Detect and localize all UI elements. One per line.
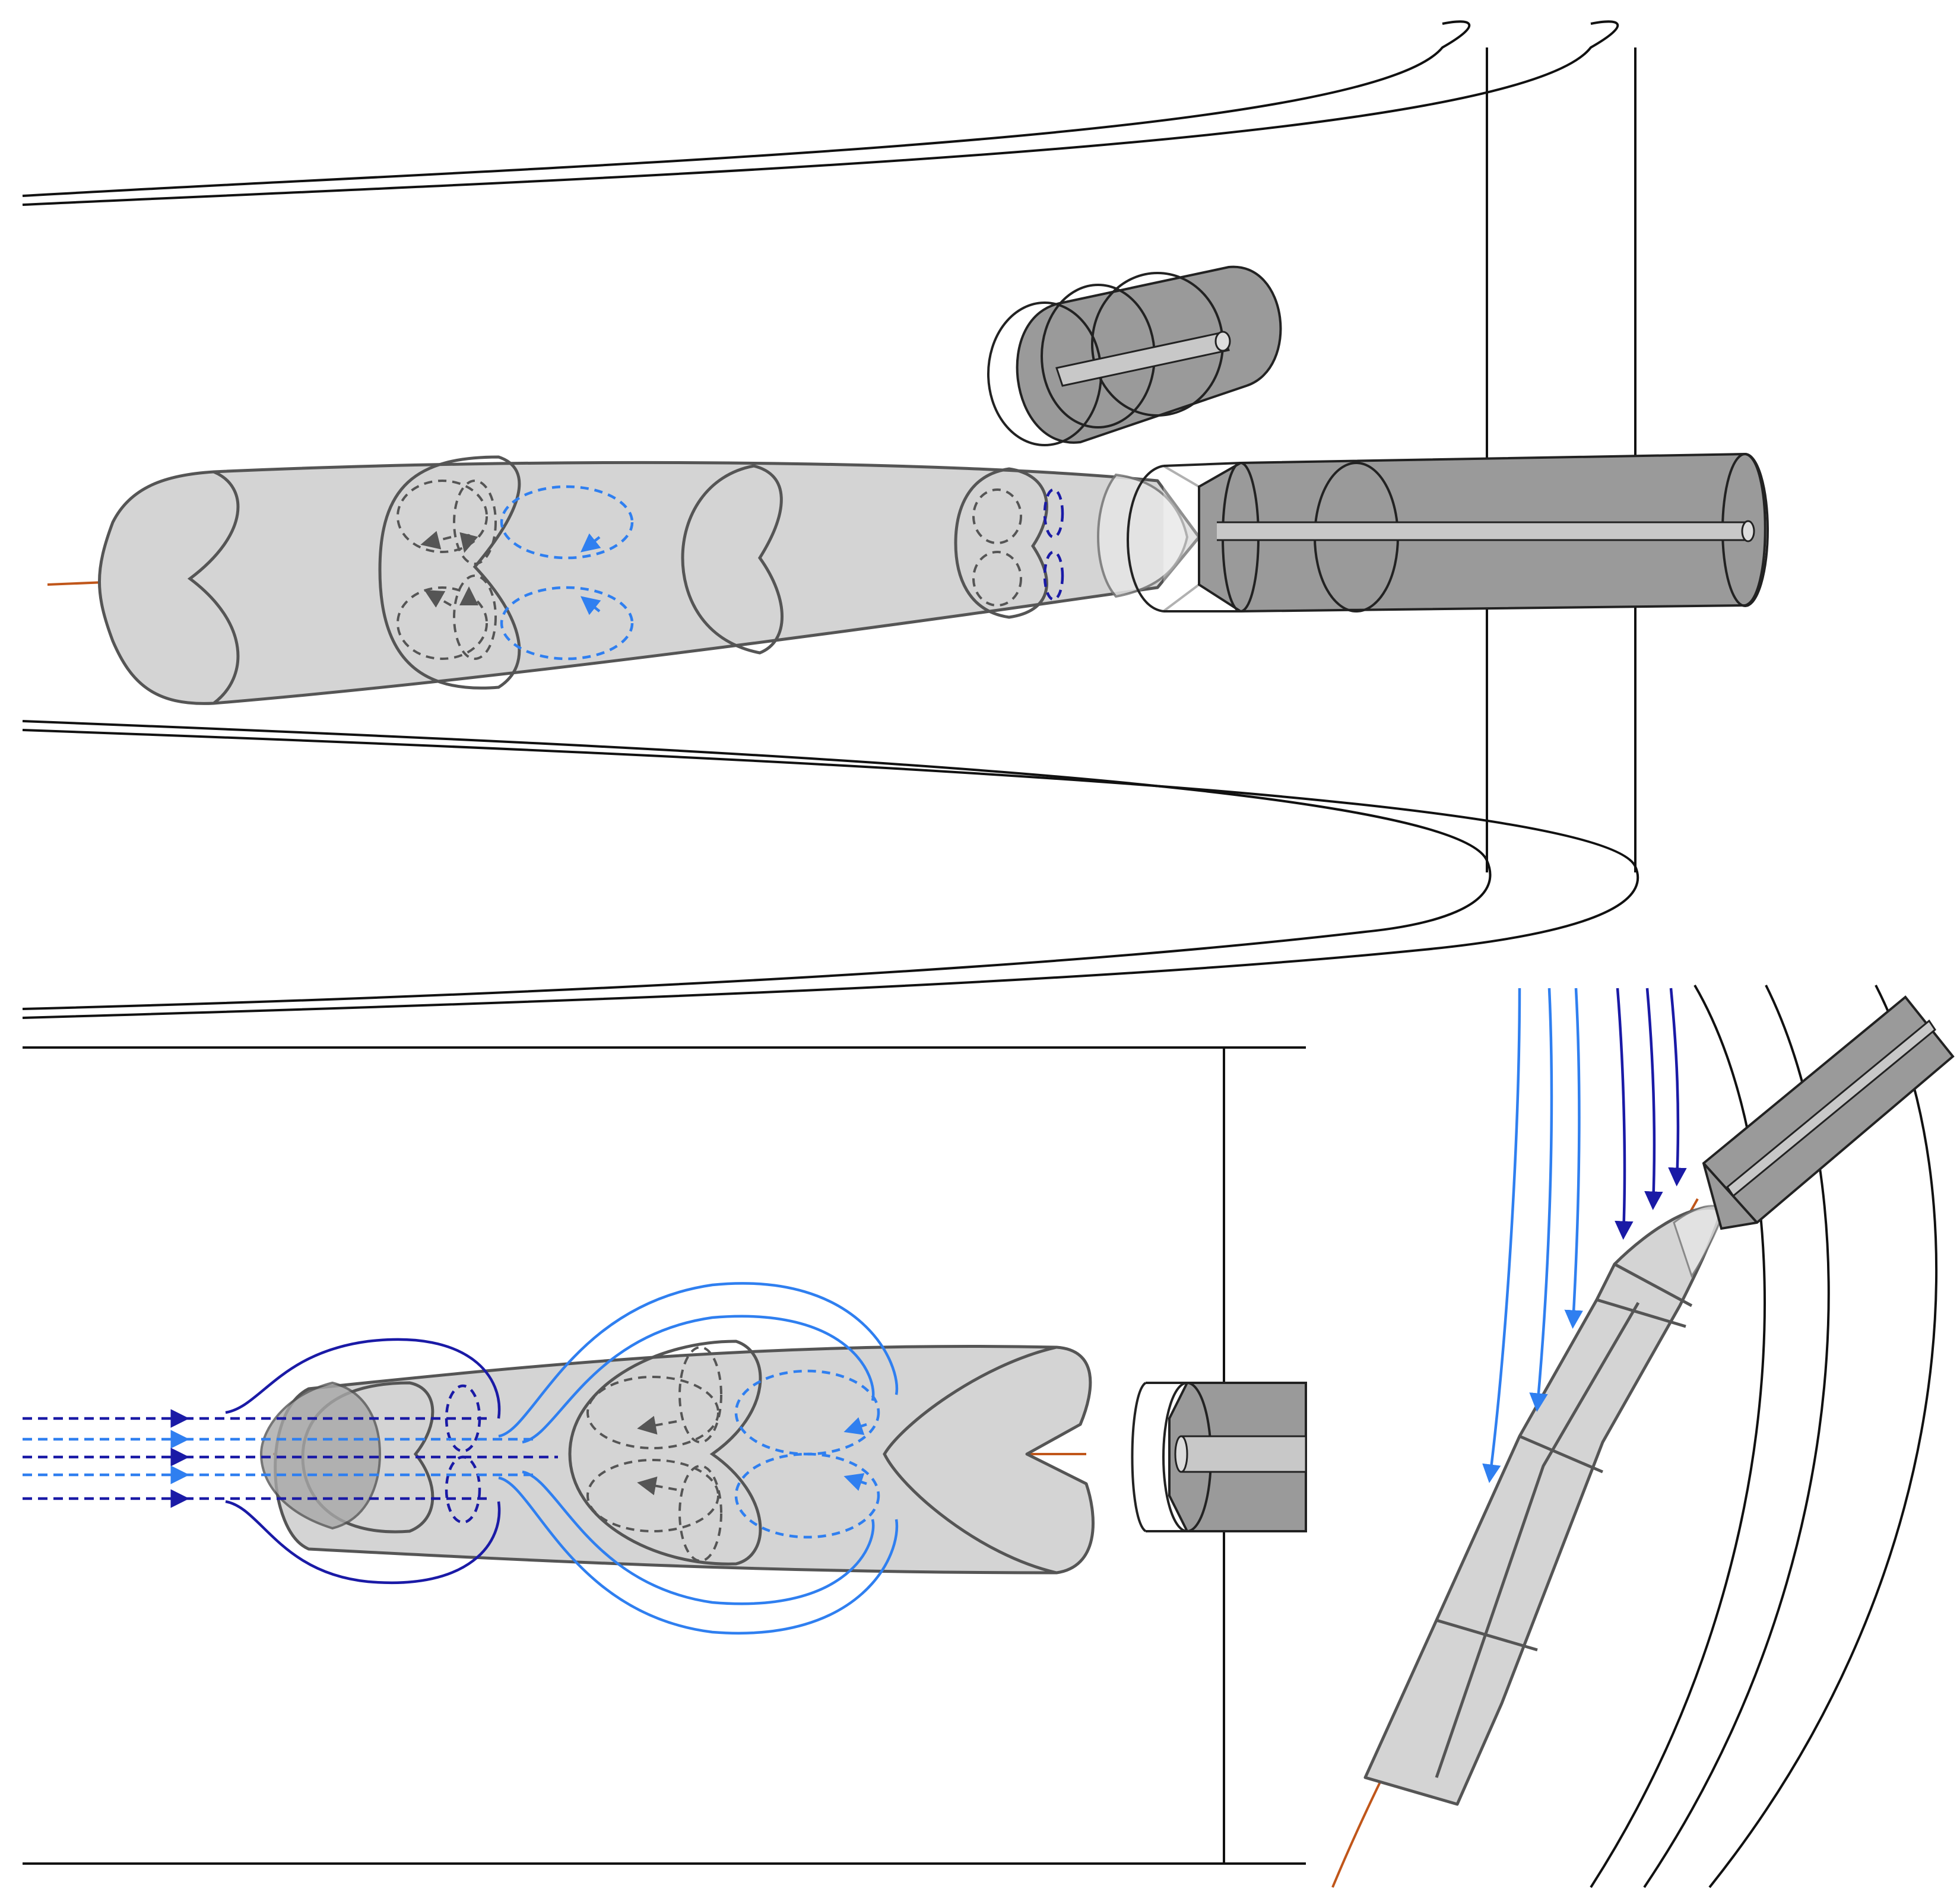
plume-cross-section-2 — [378, 455, 521, 690]
plume-cross-section-4 — [954, 467, 1048, 619]
secondary-nozzle — [987, 265, 1282, 446]
top-crossflow-arrow-4 — [1615, 988, 1634, 1240]
vortex-loop-lower-3 — [972, 551, 1022, 607]
vortex-loop-lower-2 — [453, 575, 497, 660]
side-jet-exit-region — [259, 1381, 382, 1530]
top-view-panel — [1331, 984, 1955, 1889]
side-view-nozzle — [1131, 1382, 1307, 1532]
wrap-streamline-light-outer — [498, 1282, 899, 1634]
vortex-arrow-2 — [459, 532, 478, 553]
top-jet-plume — [1363, 1207, 1723, 1806]
side-vortex-blue-upper — [734, 1369, 880, 1456]
jet-plume — [98, 461, 1201, 705]
vortex-loop-upper-1 — [397, 480, 488, 553]
vortex-loop-upper-3 — [972, 488, 1022, 544]
vortex-arrow-1 — [420, 531, 452, 550]
vortex-loop-dark-lower — [1043, 550, 1064, 601]
vortex-loop-upper-2 — [453, 480, 497, 565]
vortex-arrow-blue-2 — [580, 596, 601, 615]
side-vortex-upper-2 — [678, 1346, 722, 1443]
top-cross-section-3 — [1519, 1434, 1603, 1474]
main-nozzle — [1127, 452, 1769, 613]
side-cross-section-1 — [883, 1345, 1057, 1575]
top-view-nozzle — [1702, 995, 1955, 1230]
top-crossflow-arrow-1 — [1482, 988, 1521, 1483]
top-cross-section-2 — [1596, 1298, 1686, 1328]
side-cross-section-2 — [568, 1340, 762, 1566]
plume-tip-translucent — [1097, 473, 1189, 598]
vortex-arrow-3 — [424, 590, 452, 608]
top-plume-inner-edge — [1435, 1302, 1640, 1778]
vortex-loop-blue-lower — [500, 586, 634, 661]
top-cross-section-1 — [1613, 1262, 1693, 1307]
top-crossflow-arrow-5 — [1644, 988, 1663, 1210]
vortex-loop-blue-upper — [500, 485, 634, 560]
channel-top-inner-wall — [22, 20, 1471, 197]
side-vortex-blue-lower — [734, 1452, 880, 1539]
top-cross-section-4 — [1436, 1618, 1538, 1652]
wrap-streamline-light-inner — [522, 1315, 875, 1605]
vortex-loop-lower-1 — [397, 586, 488, 660]
side-vortex-upper-1 — [586, 1376, 719, 1449]
top-view-wall-inner — [1590, 984, 1766, 1889]
side-vortex-arrow-blue-1 — [843, 1417, 867, 1435]
top-crossflow-arrow-2 — [1529, 988, 1553, 1412]
plume-cross-section-1 — [187, 470, 240, 704]
top-crossflow-arrow-6 — [1668, 988, 1687, 1186]
wrap-streamline-dark-outer — [225, 1338, 501, 1584]
plume-cross-section-3 — [681, 464, 784, 655]
side-jet-plume — [274, 1344, 1095, 1575]
channel-bottom-outer-wall — [22, 729, 1639, 1019]
side-vortex-arrow-1 — [637, 1415, 677, 1435]
side-view-panel — [23, 1046, 1307, 1865]
perspective-view-panel — [22, 20, 1769, 1019]
channel-bottom-inner-wall — [22, 720, 1492, 1010]
top-crossflow-arrow-3 — [1564, 988, 1583, 1329]
side-vortex-lower-2 — [678, 1465, 722, 1562]
channel-top-outer-wall — [22, 20, 1619, 206]
vortex-arrow-blue-1 — [580, 533, 601, 553]
side-vortex-lower-1 — [586, 1459, 719, 1532]
side-vortex-arrow-blue-2 — [843, 1473, 867, 1491]
vortex-loop-dark-upper — [1043, 488, 1064, 539]
side-vortex-arrow-2 — [637, 1476, 677, 1496]
